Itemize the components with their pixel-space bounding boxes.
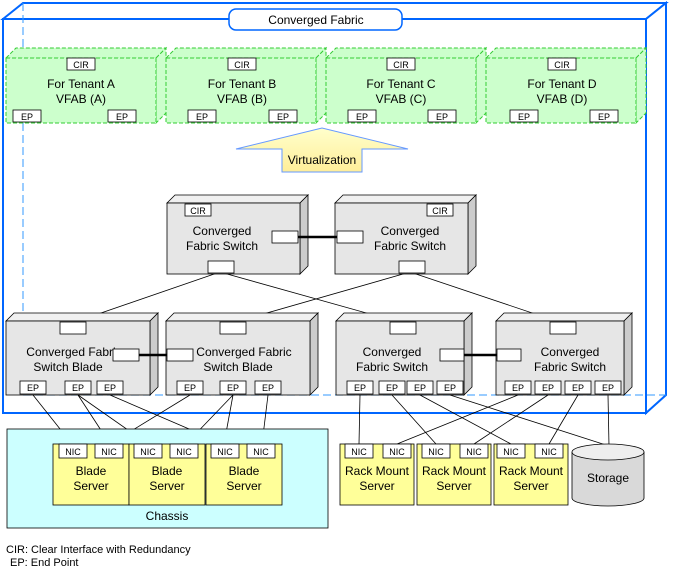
ep-label: EP <box>518 112 530 122</box>
vfab-label: VFAB (C) <box>376 92 427 106</box>
ep-label: EP <box>196 112 208 122</box>
blade-server-1: NIC NIC Blade Server <box>52 443 130 506</box>
ep-label: EP <box>227 383 239 393</box>
ep-label: EP <box>116 112 128 122</box>
nic-label: NIC <box>466 447 482 457</box>
switch-label-line1: Converged <box>193 224 252 238</box>
ep-label: EP <box>184 383 196 393</box>
nic-label: NIC <box>428 447 444 457</box>
tenant-title: For Tenant B <box>208 77 276 91</box>
nic-label: NIC <box>101 447 117 457</box>
converged-fabric-box <box>0 0 669 416</box>
switch-label-line2: Fabric Switch <box>374 239 446 253</box>
blade-server-2: NIC NIC Blade Server <box>128 443 206 506</box>
tenant-vfab-d: CIR For Tenant D VFAB (D) EP EP <box>484 46 648 125</box>
legend-cir: CIR: Clear Interface with Redundancy <box>6 544 191 556</box>
blade-server-3: NIC NIC Blade Server <box>205 443 283 506</box>
nic-label: NIC <box>65 447 81 457</box>
server-label-line1: Rack Mount <box>345 464 410 478</box>
ep-label: EP <box>262 383 274 393</box>
server-label-line1: Rack Mount <box>422 464 487 478</box>
ep-label: EP <box>414 383 426 393</box>
ep-label: EP <box>598 112 610 122</box>
tenant-vfab-b: CIR For Tenant B VFAB (B) EP EP <box>164 46 328 125</box>
virtualization-arrow: Virtualization <box>235 127 409 173</box>
vfab-label: VFAB (B) <box>217 92 267 106</box>
core-switch-2: CIR Converged Fabric Switch <box>334 194 477 275</box>
vfab-label: VFAB (A) <box>56 92 106 106</box>
cir-label: CIR <box>73 60 89 70</box>
fabric-title-tab: Converged Fabric <box>228 8 403 31</box>
ep-label: EP <box>444 383 456 393</box>
server-label-line1: Rack Mount <box>499 464 564 478</box>
cir-label: CIR <box>190 206 206 216</box>
tenant-vfab-c: CIR For Tenant C VFAB (C) EP EP <box>324 46 488 125</box>
tenant-title: For Tenant C <box>366 77 435 91</box>
tenant-title: For Tenant D <box>527 77 596 91</box>
switch-label-line1: Converged <box>541 345 600 359</box>
cir-label: CIR <box>393 60 409 70</box>
ep-label: EP <box>72 383 84 393</box>
storage-label: Storage <box>587 471 629 485</box>
server-label-line2: Server <box>149 479 184 493</box>
storage-cylinder-icon: Storage <box>571 443 645 507</box>
switch-label-line1: Converged Fabric <box>26 345 121 359</box>
cir-label: CIR <box>234 60 250 70</box>
ep-label: EP <box>602 383 614 393</box>
server-label-line2: Server <box>436 479 471 493</box>
nic-label: NIC <box>217 447 233 457</box>
fabric-title: Converged Fabric <box>268 13 363 27</box>
tenant-title: For Tenant A <box>47 77 115 91</box>
nic-label: NIC <box>140 447 156 457</box>
server-label-line2: Server <box>226 479 261 493</box>
rack-server-2: NIC NIC Rack Mount Server <box>416 443 492 506</box>
chassis-label: Chassis <box>146 509 189 523</box>
ep-label: EP <box>354 383 366 393</box>
rack-server-3: NIC NIC Rack Mount Server <box>493 443 569 506</box>
nic-label: NIC <box>541 447 557 457</box>
cir-label: CIR <box>554 60 570 70</box>
ep-label: EP <box>277 112 289 122</box>
ep-label: EP <box>436 112 448 122</box>
ep-label: EP <box>104 383 116 393</box>
server-label-line2: Server <box>359 479 394 493</box>
switch-label-line1: Converged <box>381 224 440 238</box>
ep-label: EP <box>512 383 524 393</box>
server-label-line2: Server <box>73 479 108 493</box>
switch-label-line2: Fabric Switch <box>356 360 428 374</box>
server-label-line2: Server <box>513 479 548 493</box>
nic-label: NIC <box>176 447 192 457</box>
ep-label: EP <box>27 383 39 393</box>
switch-label-line1: Converged Fabric <box>196 345 291 359</box>
virtualization-label: Virtualization <box>288 153 356 167</box>
vfab-label: VFAB (D) <box>537 92 588 106</box>
legend-ep: EP: End Point <box>10 557 79 567</box>
switch-label-line1: Converged <box>363 345 422 359</box>
switch-label-line2: Switch Blade <box>203 360 273 374</box>
ep-label: EP <box>356 112 368 122</box>
server-label-line1: Blade <box>229 464 260 478</box>
nic-label: NIC <box>351 447 367 457</box>
core-switch-1: CIR Converged Fabric Switch <box>166 194 309 275</box>
ep-label: EP <box>542 383 554 393</box>
edge-switch-blade-2: Converged Fabric Switch Blade EP EP EP <box>165 312 319 396</box>
switch-label-line2: Fabric Switch <box>534 360 606 374</box>
ep-label: EP <box>572 383 584 393</box>
server-label-line1: Blade <box>152 464 183 478</box>
switch-label-line2: Switch Blade <box>33 360 103 374</box>
edge-switch-rack-1: Converged Fabric Switch EP EP EP EP <box>335 312 473 396</box>
server-label-line1: Blade <box>76 464 107 478</box>
switch-label-line2: Fabric Switch <box>186 239 258 253</box>
ep-label: EP <box>21 112 33 122</box>
cir-label: CIR <box>432 206 448 216</box>
nic-label: NIC <box>503 447 519 457</box>
edge-switch-rack-2: Converged Fabric Switch EP EP EP EP <box>495 312 633 396</box>
rack-server-1: NIC NIC Rack Mount Server <box>339 443 415 506</box>
nic-label: NIC <box>253 447 269 457</box>
tenant-vfab-a: CIR For Tenant A VFAB (A) EP EP <box>4 46 168 125</box>
edge-switch-blade-1: Converged Fabric Switch Blade EP EP EP <box>5 312 159 396</box>
ep-label: EP <box>386 383 398 393</box>
nic-label: NIC <box>389 447 405 457</box>
